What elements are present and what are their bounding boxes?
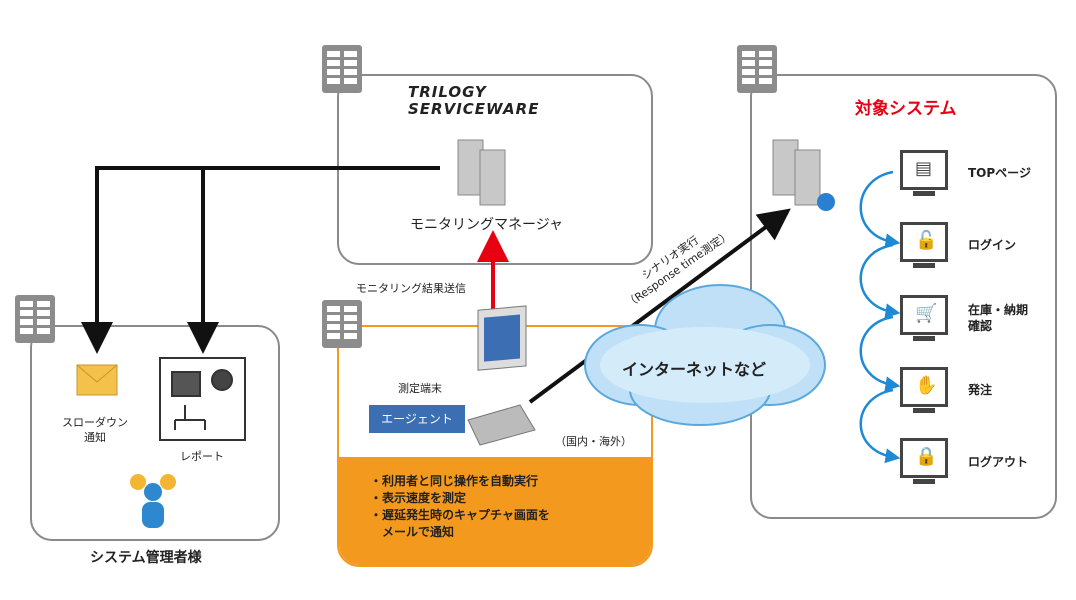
agent-badge: エージェント (369, 405, 465, 433)
building-icon (322, 300, 362, 348)
send-label: モニタリング結果送信 (356, 282, 466, 295)
building-icon (737, 45, 777, 93)
laptop-icon (467, 305, 536, 446)
lock-icon: 🔒 (915, 446, 938, 467)
order-hand-icon: ✋ (915, 375, 938, 396)
scenario-arrow (528, 208, 791, 404)
web-page-icon: ▤ (915, 158, 933, 179)
report-icon (159, 357, 246, 441)
monitor-login: 🔓 (900, 222, 948, 268)
unlock-icon: 🔓 (915, 230, 938, 251)
terminal-label: 測定端末 (398, 382, 442, 395)
server-icon (457, 139, 506, 206)
envelope-icon (76, 364, 118, 396)
manager-label: モニタリングマネージャ (410, 217, 564, 233)
building-icon (15, 295, 55, 343)
terminal-features: ・利用者と同じ操作を自動実行・表示速度を測定・遅延発生時のキャプチャ画面を メー… (370, 474, 550, 539)
slowdown-label: スローダウン通知 (62, 416, 128, 444)
monitor-logout: 🔒 (900, 438, 948, 484)
flow-arrows (859, 170, 901, 464)
people-icon (130, 474, 176, 528)
monitor-stock: 🛒 (900, 295, 948, 341)
building-icon (322, 45, 362, 93)
internet-label: インターネットなど (622, 360, 767, 379)
admin-title: システム管理者様 (90, 550, 202, 566)
region-label: （国内・海外） (555, 435, 632, 448)
server-globe-icon (772, 139, 835, 211)
cart-icon: 🛒 (915, 303, 938, 324)
monitor-order: ✋ (900, 367, 948, 413)
target-title: 対象システム (855, 99, 957, 119)
monitor-top: ▤ (900, 150, 948, 196)
report-line (81, 166, 440, 354)
report-label: レポート (180, 450, 224, 463)
